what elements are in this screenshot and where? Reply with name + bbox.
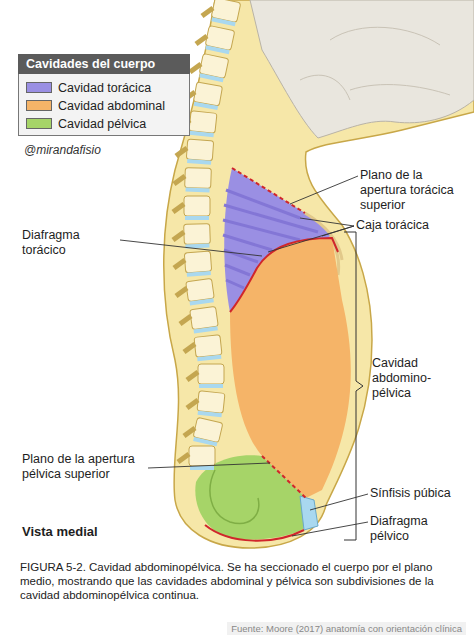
intervertebral-disc bbox=[186, 188, 210, 193]
legend-text: Cavidad abdominal bbox=[58, 99, 165, 113]
vertebra bbox=[186, 278, 215, 301]
vertebra bbox=[186, 139, 213, 161]
intervertebral-disc bbox=[185, 216, 209, 220]
legend-text: Cavidad torácica bbox=[58, 81, 151, 95]
legend-title: Cavidades del cuerpo bbox=[18, 54, 190, 74]
spinous-process bbox=[187, 400, 198, 408]
intervertebral-disc bbox=[211, 17, 235, 26]
intervertebral-disc bbox=[194, 326, 218, 333]
vertebra bbox=[197, 391, 225, 414]
legend-entry: Cavidad torácica bbox=[26, 80, 151, 96]
intervertebral-disc bbox=[198, 411, 222, 418]
intervertebral-disc bbox=[199, 73, 223, 82]
spinous-process bbox=[196, 36, 207, 44]
vertebra bbox=[190, 306, 219, 329]
spinous-process bbox=[184, 428, 195, 436]
part-label: Sínfisis púbica bbox=[370, 486, 470, 501]
legend-text: Cavidad pélvica bbox=[58, 117, 146, 131]
intervertebral-disc bbox=[190, 466, 214, 470]
spinous-process bbox=[176, 148, 187, 156]
spinous-process bbox=[174, 176, 185, 184]
vertebra bbox=[184, 196, 210, 216]
spinous-process bbox=[187, 372, 198, 380]
legend-swatch bbox=[26, 82, 52, 93]
vertebra bbox=[184, 224, 211, 245]
bracket bbox=[344, 232, 363, 540]
part-label: Diafragma torácico bbox=[22, 228, 122, 258]
spinous-process bbox=[202, 8, 213, 16]
source-note: Fuente: Moore (2017) anatomía con orient… bbox=[227, 622, 466, 635]
part-label: Caja torácica bbox=[356, 218, 466, 233]
part-label: Plano de la apertura torácica superior bbox=[360, 168, 470, 213]
legend-swatch bbox=[26, 100, 52, 111]
part-label: Cavidad abdomino-pélvica bbox=[372, 356, 468, 401]
skull bbox=[250, 0, 474, 138]
spinous-process bbox=[190, 64, 201, 72]
spinous-process bbox=[184, 344, 195, 352]
skull-detail bbox=[300, 27, 450, 100]
spinous-process bbox=[173, 232, 184, 240]
legend-entry: Cavidad abdominal bbox=[26, 98, 165, 114]
intervertebral-disc bbox=[199, 384, 223, 388]
pubic-symphysis bbox=[300, 496, 318, 530]
vertebra bbox=[198, 364, 224, 384]
part-label: Diafragma pélvico bbox=[370, 514, 470, 544]
leader-lines bbox=[120, 176, 368, 536]
intervertebral-disc bbox=[187, 159, 211, 165]
vertebra bbox=[184, 251, 211, 273]
vertebra bbox=[189, 111, 217, 134]
spinous-process bbox=[180, 316, 191, 324]
pelvic-bone bbox=[210, 470, 259, 523]
pelvic-aperture-plane bbox=[262, 456, 306, 498]
intervertebral-disc bbox=[197, 355, 221, 362]
figure-caption: FIGURA 5-2. Cavidad abdominopélvica. Se … bbox=[20, 560, 460, 602]
spinous-process bbox=[174, 260, 185, 268]
vertebra bbox=[194, 335, 222, 358]
part-label: @mirandafisio bbox=[24, 143, 184, 158]
intervertebral-disc bbox=[205, 45, 229, 54]
intervertebral-disc bbox=[194, 102, 218, 110]
intervertebral-disc bbox=[190, 131, 214, 138]
vertebra bbox=[189, 446, 215, 466]
intervertebral-disc bbox=[187, 271, 211, 277]
legend-swatch bbox=[26, 118, 52, 129]
spinous-process bbox=[176, 288, 187, 296]
part-label: Vista medial bbox=[22, 524, 142, 539]
spinous-process bbox=[173, 204, 184, 212]
intervertebral-disc bbox=[190, 298, 214, 305]
part-label: Plano de la apertura pélvica superior bbox=[22, 452, 150, 482]
spinous-process bbox=[178, 454, 189, 462]
legend-entry: Cavidad pélvica bbox=[26, 116, 146, 132]
intervertebral-disc bbox=[193, 437, 217, 446]
thoracic-diaphragm bbox=[230, 238, 338, 312]
pelvic-diaphragm bbox=[205, 525, 304, 541]
thoracic-aperture-plane bbox=[232, 168, 305, 213]
vertebra bbox=[185, 168, 212, 189]
